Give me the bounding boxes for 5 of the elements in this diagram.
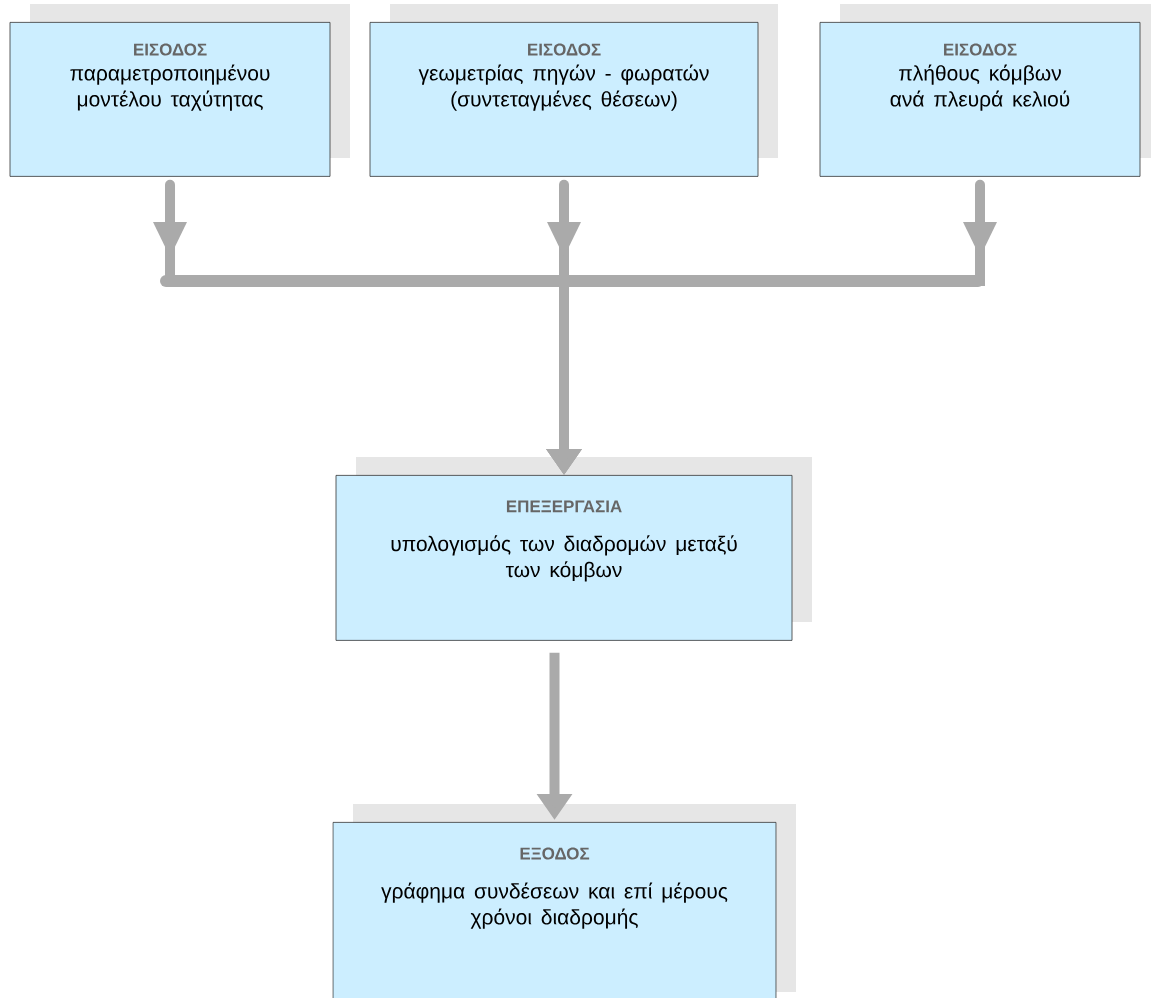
process-box: ΕΙΣΟΔΟΣ παραμετροποιημένου μοντέλου ταχύτητας [9, 22, 331, 177]
process-box: ΕΙΣΟΔΟΣ πλήθους κόμβων ανά πλευρά κελιού [819, 22, 1141, 177]
process-box: ΕΠΕΞΕΡΓΑΣΙΑ υπολογισμός των διαδρομών μεταξύ των κόμβων [335, 475, 793, 641]
process-box: ΕΙΣΟΔΟΣ γεωμετρίας πηγών - φωρατών (συντεταγμένες θέσεων) [369, 22, 759, 177]
process-box: ΕΞΟΔΟΣ γράφημα συνδέσεων και επί μέρους χρόνοι διαδρομής [332, 822, 777, 998]
